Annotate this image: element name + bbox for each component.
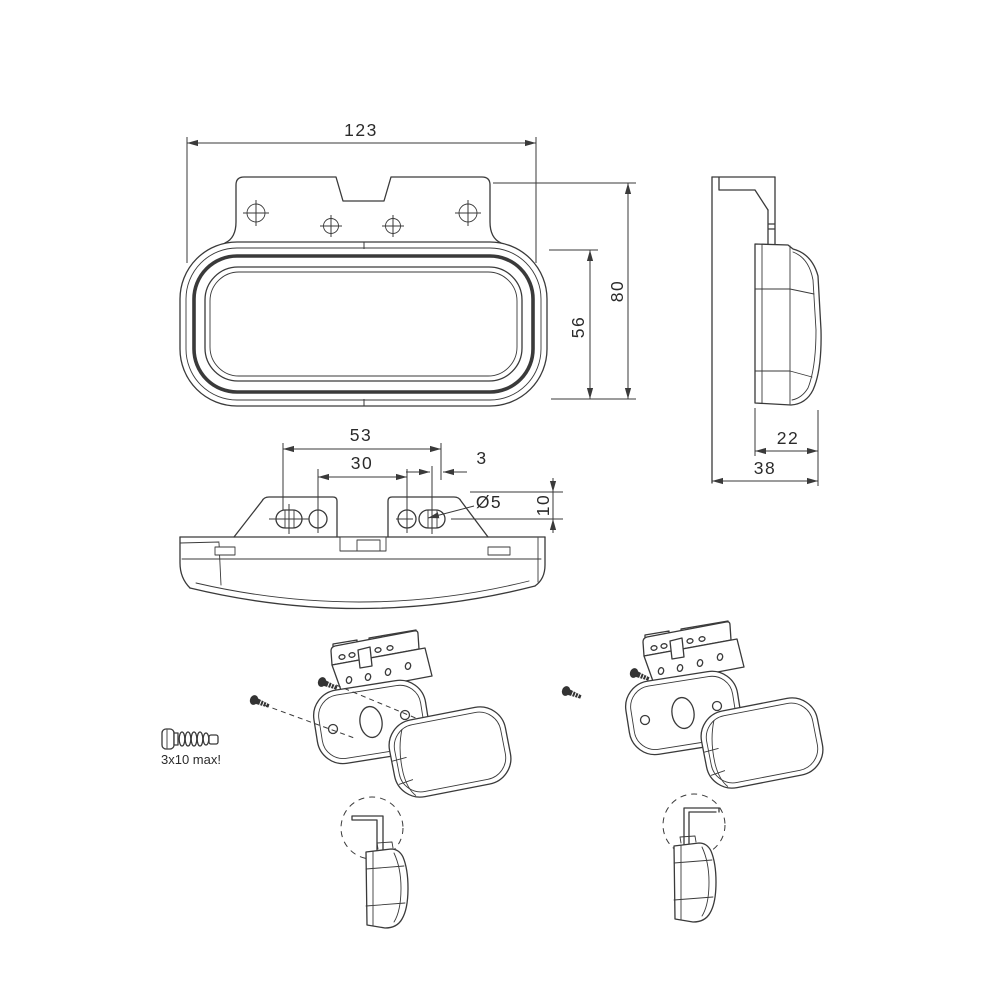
screw-path-lines (263, 684, 419, 740)
dimension-front-lens-height: 56 (549, 249, 598, 399)
front-view: 123 80 56 (179, 120, 636, 407)
bracket-arm-right (683, 807, 720, 846)
dimension-hole-offset: 10 (451, 478, 563, 533)
dim-label-30: 30 (351, 453, 373, 473)
lamp-side-profile (754, 243, 822, 406)
screw-icon (161, 728, 219, 750)
dim-label-10: 10 (533, 494, 553, 516)
dim-label-80: 80 (607, 280, 627, 302)
lamp-top-tab-left (376, 841, 394, 850)
lamp-front-outline (179, 241, 548, 407)
top-view: 53 30 3 Ø5 10 (179, 425, 563, 610)
dim-label-123: 123 (344, 120, 378, 140)
dimension-outer-holes: 53 (282, 425, 442, 510)
dimension-inner-holes: 30 (317, 453, 408, 533)
exploded-view-left (247, 629, 517, 929)
lamp-top-tab-right (679, 835, 697, 844)
exploded-view-right (559, 620, 829, 923)
callout-hole-diameter: Ø5 (427, 492, 502, 519)
dimension-front-height: 80 (493, 182, 636, 400)
dimension-slot-play: 3 (406, 448, 487, 534)
side-view: 22 38 (711, 176, 822, 486)
dim-label-dia5: Ø5 (476, 492, 502, 512)
dim-label-53: 53 (350, 425, 372, 445)
dim-label-22: 22 (777, 428, 799, 448)
screw-note-label: 3x10 max! (161, 752, 221, 767)
dimension-side-lamp-depth: 22 (754, 408, 819, 486)
bracket-arm-left (351, 815, 384, 852)
dim-label-38: 38 (754, 458, 776, 478)
bracket-holes (243, 200, 481, 237)
lamp-top-outline (179, 536, 546, 610)
dimension-front-width: 123 (186, 120, 537, 263)
dim-label-3: 3 (476, 448, 487, 468)
dimension-side-total-depth: 38 (712, 458, 818, 485)
screw-spec: 3x10 max! (161, 728, 221, 767)
dim-label-56: 56 (568, 316, 588, 338)
